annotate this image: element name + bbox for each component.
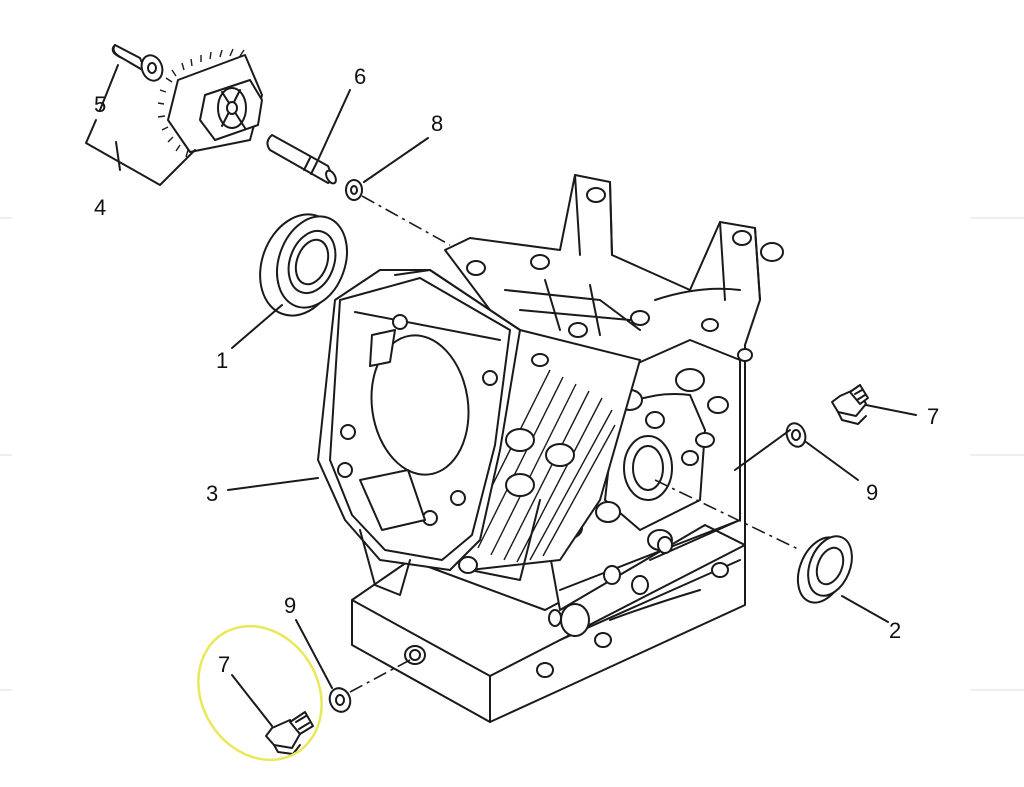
callout-2: 2: [889, 618, 901, 643]
washer-small-part: [345, 179, 363, 201]
highlight-ellipse: [197, 624, 323, 762]
governor-shaft-part: [266, 134, 337, 185]
ball-bearing-part: [259, 213, 348, 317]
edge-marks: [0, 217, 1024, 691]
oil-seal-part: [796, 535, 853, 604]
governor-gear-part: [157, 48, 263, 158]
gasket-right-part: [785, 422, 807, 448]
callout-6: 6: [354, 64, 366, 89]
callout-9-lower: 9: [284, 593, 296, 618]
crankcase-drawing: [317, 174, 784, 723]
center-lines: [349, 195, 801, 693]
callout-labels: 1 2 3 4 5 6 7 8 9 9 7: [94, 64, 939, 677]
callout-8: 8: [431, 111, 443, 136]
drain-bolt-right-part: [831, 384, 869, 425]
callout-9-right: 9: [866, 480, 878, 505]
callout-4: 4: [94, 195, 106, 220]
gasket-lower-part: [328, 687, 352, 713]
callout-1: 1: [216, 348, 228, 373]
callout-5: 5: [94, 92, 106, 117]
callout-7-lower: 7: [218, 652, 230, 677]
callout-7-right: 7: [927, 404, 939, 429]
drain-bolt-lower-part: [265, 711, 314, 755]
governor-pin-part: [111, 44, 164, 82]
callout-3: 3: [206, 481, 218, 506]
leader-lines: [85, 64, 917, 727]
